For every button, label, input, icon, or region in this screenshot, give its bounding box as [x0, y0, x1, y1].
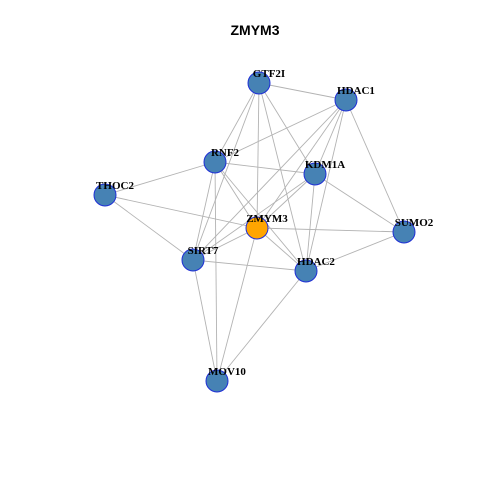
edge-hdac2-mov10 [216, 270, 307, 382]
node-sumo2 [392, 220, 416, 244]
node-zmym3 [245, 216, 269, 240]
node-rnf2 [203, 150, 227, 174]
edge-gtf2i-zmym3 [256, 82, 260, 229]
edge-hdac1-hdac2 [305, 99, 347, 272]
edge-hdac1-sirt7 [192, 99, 347, 261]
node-gtf2i [247, 71, 271, 95]
node-sirt7 [181, 248, 205, 272]
node-label-hdac2: HDAC2 [297, 256, 335, 268]
edge-thoc2-zmym3 [104, 194, 258, 229]
edge-sirt7-hdac2 [192, 259, 307, 272]
edge-rnf2-mov10 [214, 161, 218, 382]
node-kdm1a [303, 162, 327, 186]
node-label-mov10: MOV10 [208, 366, 246, 378]
edge-gtf2i-hdac1 [258, 82, 347, 101]
node-layer [93, 71, 416, 393]
edge-gtf2i-rnf2 [214, 82, 260, 163]
edge-kdm1a-hdac2 [305, 173, 316, 272]
edge-thoc2-sirt7 [104, 194, 194, 261]
edge-hdac1-zmym3 [256, 99, 347, 229]
edge-hdac1-rnf2 [214, 99, 347, 163]
node-mov10 [205, 369, 229, 393]
edge-sirt7-mov10 [192, 259, 218, 382]
node-hdac2 [294, 259, 318, 283]
edge-rnf2-kdm1a [214, 161, 316, 175]
diagram-title: ZMYM3 [231, 22, 280, 38]
node-label-rnf2: RNF2 [211, 147, 240, 159]
edge-layer [104, 82, 405, 382]
node-label-sirt7: SIRT7 [188, 245, 219, 257]
edge-rnf2-hdac2 [214, 161, 307, 272]
node-label-hdac1: HDAC1 [337, 85, 375, 97]
edge-zmym3-mov10 [216, 227, 258, 382]
edge-hdac1-kdm1a [314, 99, 347, 175]
edge-zmym3-sirt7 [192, 227, 258, 261]
node-label-kdm1a: KDM1A [305, 159, 345, 171]
edge-hdac2-sumo2 [305, 231, 405, 272]
node-label-gtf2i: GTF2I [253, 68, 285, 80]
node-label-zmym3: ZMYM3 [246, 213, 288, 225]
edge-gtf2i-kdm1a [258, 82, 316, 175]
edge-hdac1-sumo2 [345, 99, 405, 233]
edge-rnf2-thoc2 [104, 161, 216, 196]
edge-gtf2i-hdac2 [258, 82, 307, 272]
edge-rnf2-sirt7 [192, 161, 216, 261]
edge-kdm1a-sumo2 [314, 173, 405, 233]
edge-zmym3-sumo2 [256, 227, 405, 233]
edge-kdm1a-zmym3 [256, 173, 316, 229]
node-thoc2 [93, 183, 117, 207]
node-hdac1 [334, 88, 358, 112]
edge-rnf2-zmym3 [214, 161, 258, 229]
edge-gtf2i-sirt7 [192, 82, 260, 261]
node-label-thoc2: THOC2 [96, 180, 134, 192]
node-label-sumo2: SUMO2 [395, 217, 434, 229]
